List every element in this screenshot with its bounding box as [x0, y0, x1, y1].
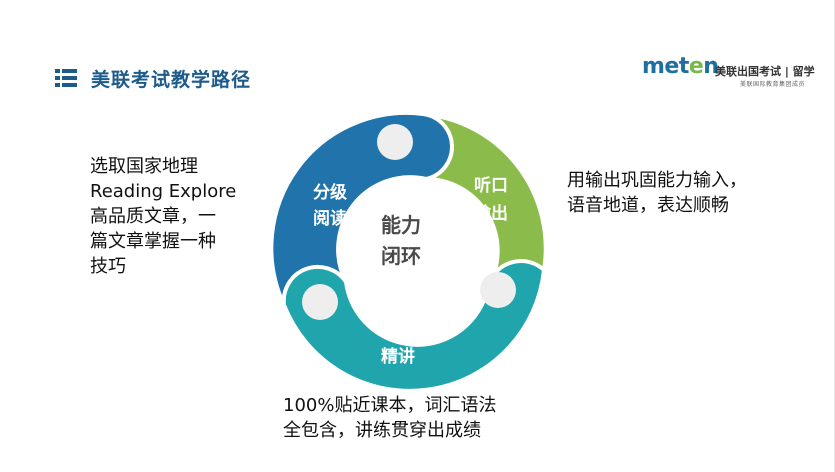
center-label: 能力: [381, 213, 421, 237]
description-line: 用输出巩固能力输入，: [567, 170, 747, 191]
page-title: 美联考试教学路径: [91, 68, 252, 91]
cycle-dot-textbook: [302, 284, 338, 320]
description-graded-reading: 选取国家地理 Reading Explore 高品质文章，一 篇文章掌握一种 技…: [90, 154, 265, 279]
registered-mark: ®: [710, 60, 716, 67]
logo-name: 美联出国考试 | 留学: [715, 65, 815, 78]
ability-cycle-diagram: 分级 阅读 听口 输出 教材 精讲 能力 闭环: [269, 110, 548, 393]
header: 美联考试教学路径: [55, 64, 251, 92]
logo-wordmark: meten: [642, 54, 719, 79]
description-line: 100%贴近课本，词汇语法: [283, 395, 497, 416]
description-listening-speaking: 用输出巩固能力输入， 语音地道，表达顺畅: [567, 168, 787, 218]
center-label: 闭环: [381, 244, 421, 268]
brand-logo: meten ® 美联出国考试 | 留学 美联国际教育集团成员: [642, 54, 822, 92]
description-line: 全包含，讲练贯穿出成绩: [283, 420, 481, 441]
description-textbook: 100%贴近课本，词汇语法 全包含，讲练贯穿出成绩: [283, 393, 543, 443]
cycle-center: [344, 178, 472, 306]
segment-label: 分级: [313, 182, 347, 203]
segment-label: 输出: [474, 203, 508, 224]
description-line: 语音地道，表达顺畅: [567, 195, 729, 216]
segment-label: 精讲: [381, 346, 415, 367]
cycle-dot-reading: [377, 124, 413, 160]
segment-label: 教材: [380, 317, 415, 338]
segment-label: 听口: [474, 175, 508, 196]
description-line: Reading Explore: [90, 181, 237, 202]
list-icon: [55, 69, 77, 87]
description-line: 技巧: [90, 256, 126, 277]
description-line: 篇文章掌握一种: [90, 231, 216, 252]
description-line: 选取国家地理: [90, 156, 198, 177]
description-line: 高品质文章，一: [90, 206, 216, 227]
logo-subtitle: 美联国际教育集团成员: [740, 81, 806, 88]
segment-label: 阅读: [313, 208, 347, 229]
cycle-dot-listening: [480, 272, 516, 308]
